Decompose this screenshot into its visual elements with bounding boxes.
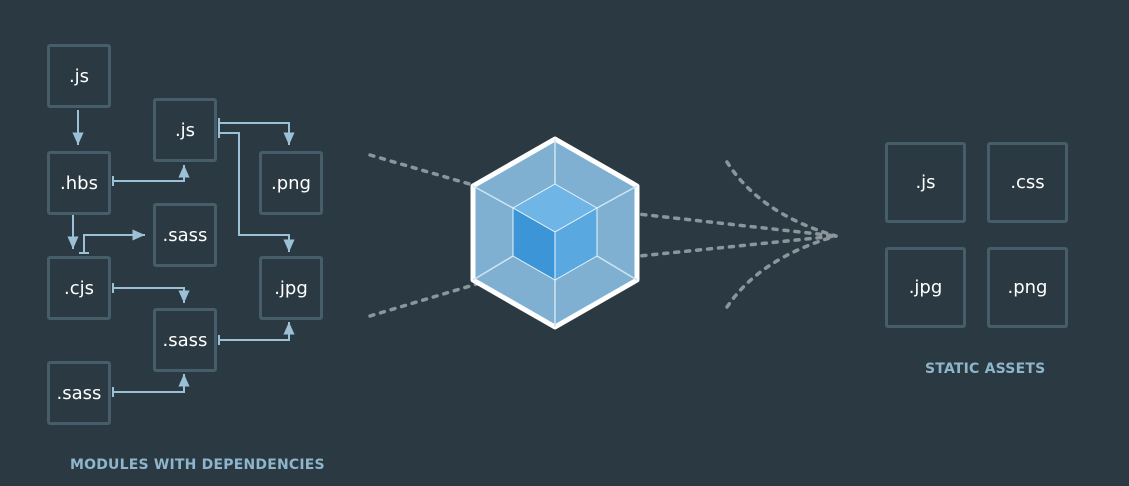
arrow-js2-to-png [219, 122, 295, 145]
assets-caption: STATIC ASSETS [925, 361, 1046, 377]
module-jpg: .jpg [259, 256, 323, 320]
flow-out-top [618, 210, 838, 238]
arrow-cjs-to-sass-top [83, 229, 145, 253]
module-sass-top: .sass [153, 203, 217, 267]
module-png: .png [259, 151, 323, 215]
module-js-secondary: .js [153, 98, 217, 162]
flow-in-bottom [368, 278, 492, 318]
asset-jpg: .jpg [885, 247, 966, 328]
webpack-logo-icon [470, 136, 640, 330]
module-hbs: .hbs [47, 151, 111, 215]
arrow-js2-to-jpg [219, 132, 295, 252]
modules-caption: MODULES WITH DEPENDENCIES [70, 457, 325, 473]
module-js: .js [47, 44, 111, 108]
module-sass-middle: .sass [153, 308, 217, 372]
arrow-cjs-to-sass-mid [113, 287, 190, 303]
module-sass-bottom: .sass [47, 361, 111, 425]
flow-out-bottom [618, 234, 838, 260]
arrow-sass-mid-to-jpg [219, 322, 295, 341]
flow-arrowhead-bottom [725, 234, 838, 309]
asset-js: .js [885, 142, 966, 223]
asset-css: .css [987, 142, 1068, 223]
flow-in-top [368, 153, 492, 192]
asset-png: .png [987, 247, 1068, 328]
flow-arrowhead-top [725, 160, 838, 238]
arrow-hbs-to-js2 [113, 165, 190, 182]
module-cjs: .cjs [47, 256, 111, 320]
arrow-sass-bottom-to-sass-mid [113, 374, 190, 393]
